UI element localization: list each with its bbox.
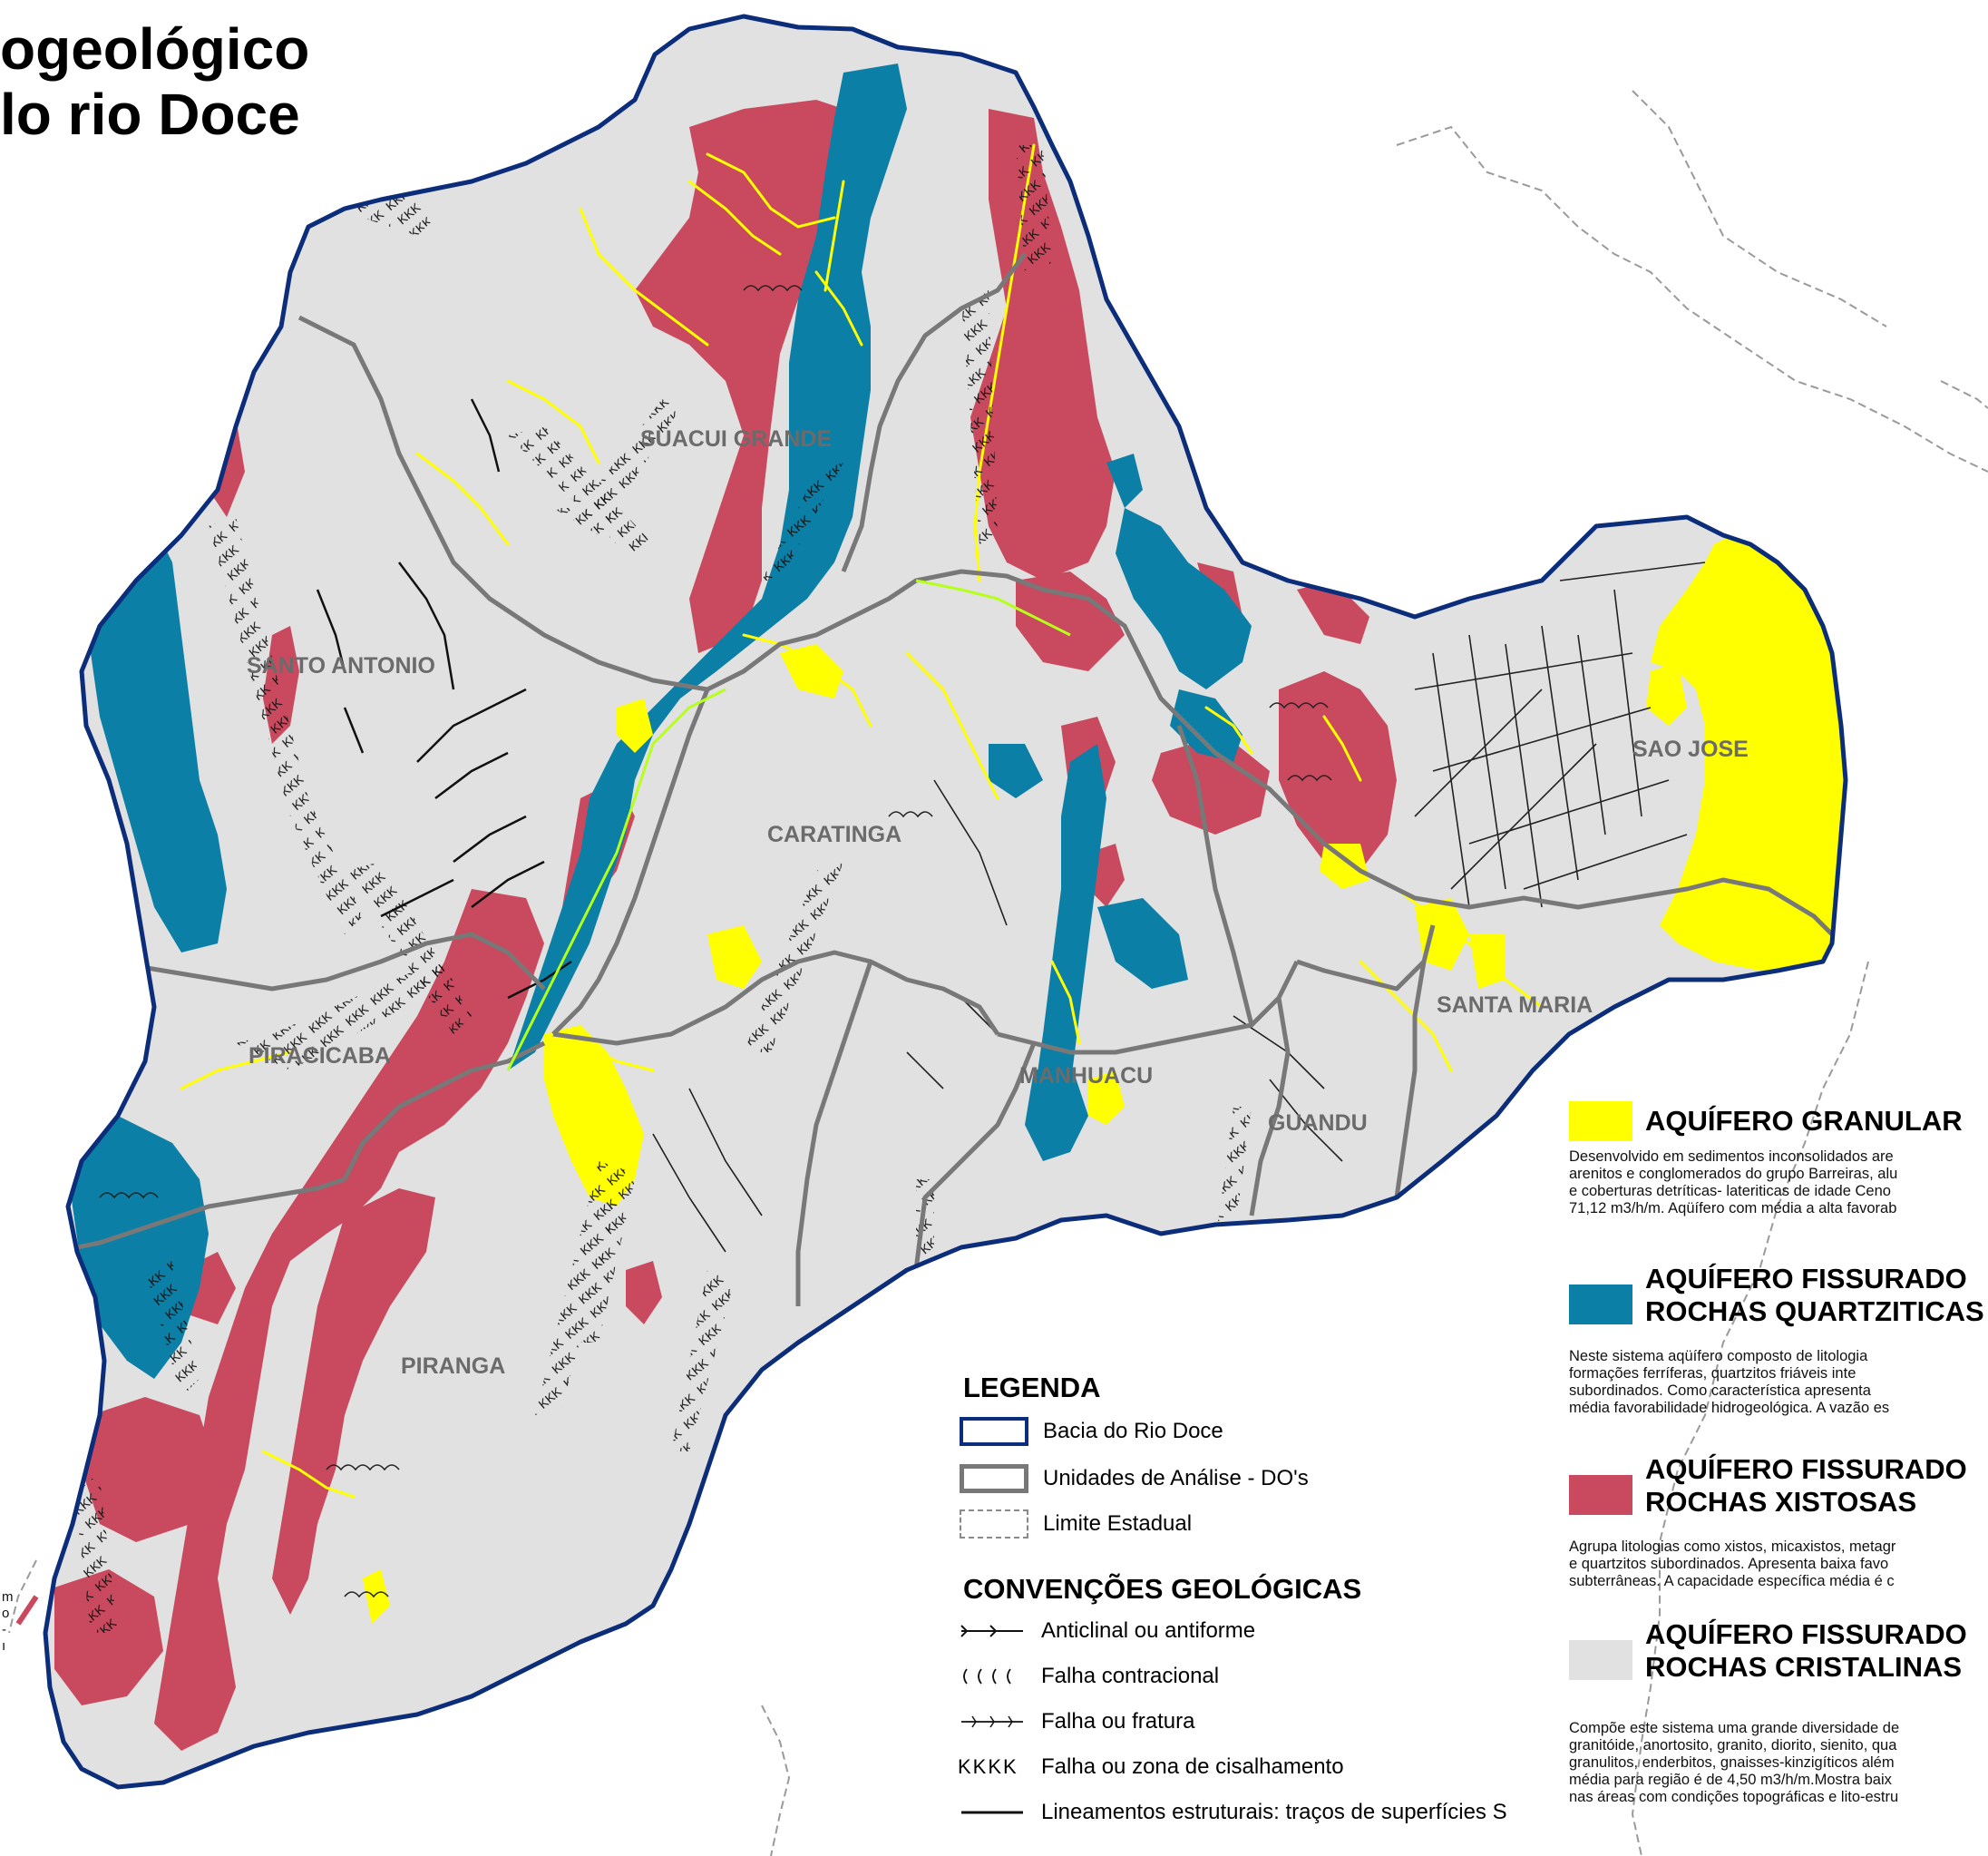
convention-shear-label: Falha ou zona de cisalhamento — [1041, 1754, 1344, 1779]
convention-anticline-label: Anticlinal ou antiforme — [1041, 1618, 1256, 1643]
left-fragment-line: - — [2, 1622, 6, 1637]
aquifer-crystalline-swatch — [1569, 1640, 1632, 1680]
unit-label-piracicaba: PIRACICABA — [248, 1043, 391, 1069]
legend-item-units: Unidades de Análise - DO's — [960, 1464, 1309, 1493]
aquifer-schist-desc-line: Agrupa litologias como xistos, micaxisto… — [1569, 1539, 1896, 1555]
aquifer-quartzitic-swatch — [1569, 1285, 1632, 1324]
aquifer-crystalline-title-line: AQUÍFERO FISSURADO — [1645, 1618, 1967, 1650]
convention-shear: KKKK Falha ou zona de cisalhamento — [958, 1754, 1344, 1780]
aquifer-schist-title: AQUÍFERO FISSURADO ROCHAS XISTOSAS — [1645, 1453, 1967, 1519]
state-boundaries — [8, 90, 1988, 1856]
left-fragment-line: o — [2, 1606, 10, 1621]
aquifer-schist-title-line: ROCHAS XISTOSAS — [1645, 1486, 1917, 1518]
convention-fracture: Falha ou fratura — [958, 1709, 1194, 1734]
aquifer-crystalline-desc-line: granulitos, enderbitos, gnaisses-kinzigí… — [1569, 1754, 1895, 1771]
map-title-line-1: ogeológico — [0, 16, 310, 82]
convention-thrust-label: Falha contracional — [1041, 1664, 1220, 1688]
legend-item-basin: Bacia do Rio Doce — [960, 1417, 1223, 1446]
aquifer-schist-desc-line: subterrâneas. A capacidade específica mé… — [1569, 1573, 1895, 1589]
aquifer-granular-desc-line: Desenvolvido em sedimentos inconsolidado… — [1569, 1148, 1894, 1165]
convention-lineament: Lineamentos estruturais: traços de super… — [958, 1800, 1507, 1825]
structural-lineaments — [316, 398, 572, 1000]
aquifer-granular-desc-line: 71,12 m3/h/m. Aqüífero com média a alta … — [1569, 1200, 1897, 1216]
aquifer-quartzitic-desc-line: Neste sistema aqüífero composto de litol… — [1569, 1348, 1868, 1364]
unit-label-santo-antonio: SANTO ANTONIO — [247, 653, 435, 679]
aquifer-crystalline-desc: Compõe este sistema uma grande diversida… — [1569, 1720, 1899, 1806]
aquifer-quartzitic-desc-line: média favorabilidade hidrogeológica. A v… — [1569, 1400, 1890, 1416]
legend-title: LEGENDA — [963, 1372, 1101, 1403]
unit-label-suacui-grande: SUACUI GRANDE — [640, 426, 833, 452]
convention-anticline: Anticlinal ou antiforme — [958, 1618, 1255, 1644]
aquifer-quartzitic-desc: Neste sistema aqüífero composto de litol… — [1569, 1348, 1889, 1417]
aquifer-granular-desc-line: arenitos e conglomerados do grupo Barrei… — [1569, 1166, 1898, 1182]
legend-item-units-label: Unidades de Análise - DO's — [1043, 1466, 1309, 1490]
unit-label-caratinga: CARATINGA — [767, 822, 902, 847]
aquifer-quartzitic-title: AQUÍFERO FISSURADO ROCHAS QUARTZITICAS — [1645, 1263, 1984, 1328]
river-network — [180, 143, 1544, 1499]
aquifer-schist-desc-line: e quartzitos subordinados. Apresenta bai… — [1569, 1556, 1889, 1572]
convention-lineament-label: Lineamentos estruturais: traços de super… — [1041, 1800, 1507, 1824]
left-fragment-line: m — [2, 1589, 14, 1605]
unit-label-manhuacu: MANHUACU — [1019, 1063, 1154, 1089]
conventions-title: CONVENÇÕES GEOLÓGICAS — [963, 1573, 1362, 1605]
aquifer-quartzitic-title-line: AQUÍFERO FISSURADO — [1645, 1263, 1967, 1294]
aquifer-granular-desc-line: e coberturas detríticas- lateriticas de … — [1569, 1183, 1891, 1199]
aquifer-granular-swatch — [1569, 1101, 1632, 1141]
left-edge-text-fragment: m o - ı — [2, 1589, 14, 1655]
aquifer-crystalline-desc-line: Compõe este sistema uma grande diversida… — [1569, 1720, 1900, 1736]
basin-outline — [43, 14, 1848, 1790]
fracture-lines — [652, 562, 1706, 1253]
unit-label-guandu: GUANDU — [1268, 1110, 1368, 1136]
aquifer-quartzitic-desc-line: subordinados. Como característica aprese… — [1569, 1382, 1871, 1399]
aquifer-quartzitic-title-line: ROCHAS QUARTZITICAS — [1645, 1295, 1984, 1327]
fracture-icon — [961, 1715, 1023, 1728]
basin-swatch — [960, 1417, 1028, 1446]
aquifer-granular-title: AQUÍFERO GRANULAR — [1645, 1105, 1963, 1137]
aquifer-schist-title-line: AQUÍFERO FISSURADO — [1645, 1453, 1967, 1485]
rio-doce-river — [506, 579, 1071, 1071]
map-title-line-2: lo rio Doce — [0, 82, 300, 147]
aquifer-granular-desc: Desenvolvido em sedimentos inconsolidado… — [1569, 1148, 1897, 1217]
state-limit-swatch — [960, 1509, 1028, 1539]
unit-label-santa-maria: SANTA MARIA — [1437, 992, 1593, 1018]
anticline-icon — [960, 1625, 1023, 1637]
legend-item-state-label: Limite Estadual — [1043, 1511, 1193, 1536]
convention-thrust: Falha contracional — [958, 1664, 1219, 1689]
aquifer-crystalline-title-line: ROCHAS CRISTALINAS — [1645, 1651, 1963, 1683]
thrust-faults — [99, 285, 1332, 1598]
unit-boundaries — [54, 252, 1843, 1306]
unit-label-sao-jose: SAO JOSE — [1632, 737, 1749, 762]
aquifer-schist-desc: Agrupa litologias como xistos, micaxisto… — [1569, 1539, 1895, 1590]
left-fragment-line: ı — [2, 1638, 6, 1654]
shear-zone-icon: KKKK — [958, 1755, 1018, 1778]
aquifer-crystalline-desc-line: nas áreas com condições topográficas e l… — [1569, 1789, 1899, 1805]
aquifer-crystalline-title: AQUÍFERO FISSURADO ROCHAS CRISTALINAS — [1645, 1618, 1967, 1684]
aquifer-crystalline-desc-line: granitóide, anortosito, granito, diorito… — [1569, 1737, 1897, 1753]
convention-fracture-label: Falha ou fratura — [1041, 1709, 1195, 1734]
shear-zones — [73, 145, 1252, 1633]
thrust-fault-icon — [963, 1668, 1011, 1685]
aquifer-quartzitic-desc-line: formações ferríferas, quartzitos friávei… — [1569, 1365, 1856, 1382]
units-swatch — [960, 1464, 1028, 1493]
map-title: ogeológico lo rio Doce — [0, 16, 309, 147]
granular-areas — [363, 526, 1846, 1624]
aquifer-schist-swatch — [1569, 1475, 1632, 1515]
aquifer-crystalline-desc-line: média para região é de 4,50 m3/h/m.Mostr… — [1569, 1772, 1892, 1788]
unit-label-piranga: PIRANGA — [401, 1353, 506, 1379]
legend-item-basin-label: Bacia do Rio Doce — [1043, 1419, 1223, 1443]
lineament-icon — [961, 1811, 1023, 1814]
left-fragment-line — [15, 1595, 39, 1626]
legend-item-state: Limite Estadual — [960, 1509, 1192, 1539]
